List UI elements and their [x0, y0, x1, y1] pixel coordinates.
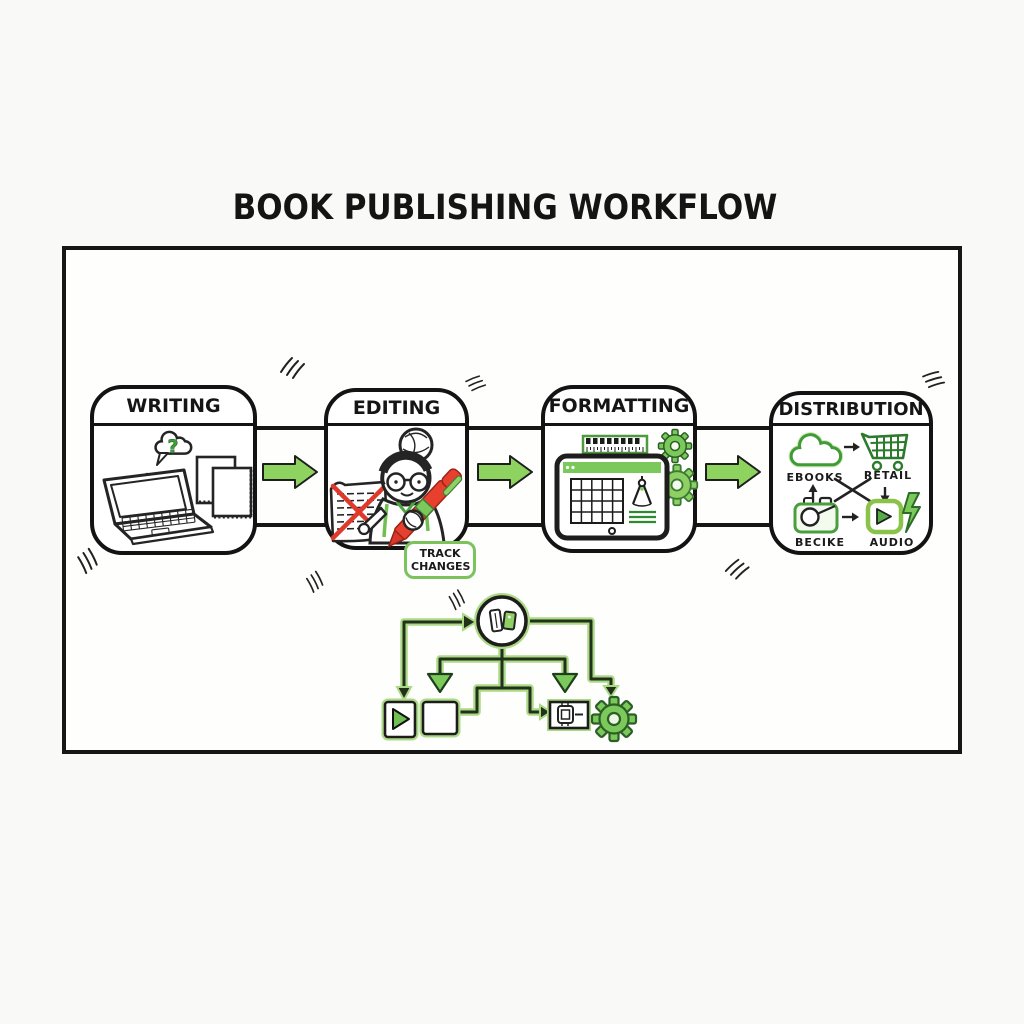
squiggle-accent	[280, 357, 305, 379]
connector-line	[467, 426, 545, 430]
play-button-icon	[865, 498, 904, 535]
lightning-bolt-icon	[902, 492, 921, 533]
cloud-icon	[788, 432, 844, 468]
connector-line	[254, 523, 328, 527]
channel-label-ebooks: EBOOKS	[786, 471, 844, 484]
page-title: BOOK PUBLISHING WORKFLOW	[232, 187, 778, 229]
distribution-illustration	[788, 432, 921, 535]
writing-illustration: ?	[102, 430, 253, 546]
squiggle-accent	[724, 558, 750, 580]
green-right-arrow-icon	[705, 455, 761, 489]
gears-icon	[655, 428, 699, 507]
cross-lines	[833, 477, 872, 503]
squiggle-accent	[77, 547, 98, 575]
manuscript-pages-icon	[195, 455, 253, 519]
formatting-illustration	[554, 428, 699, 541]
connector-line	[695, 523, 773, 527]
gear-icon	[590, 695, 638, 743]
bottom-flow-diagram	[381, 593, 638, 743]
laptop-icon	[102, 468, 215, 546]
green-right-arrow-icon	[477, 455, 533, 489]
stage-title-distribution: DISTRIBUTION	[773, 395, 929, 426]
arrow-satchel-to-audio	[842, 512, 859, 522]
connector-line	[254, 426, 328, 430]
thought-bubble-question-icon: ?	[154, 430, 193, 466]
blank-square-icon	[419, 698, 461, 738]
stage-title-editing: EDITING	[328, 392, 465, 426]
editing-illustration	[329, 427, 463, 548]
stage-title-formatting: FORMATTING	[545, 389, 693, 426]
connector-line	[695, 426, 773, 430]
channel-label-audio: AUDIO	[869, 536, 915, 549]
squiggle-accent	[448, 589, 465, 611]
tablet-grid-layout-icon	[554, 453, 670, 541]
squiggle-accent	[305, 570, 324, 593]
play-square-icon	[381, 698, 419, 741]
squiggle-accent	[465, 375, 487, 392]
arrow-ebooks-to-retail	[844, 442, 860, 452]
channel-label-becike: BECIKE	[794, 536, 846, 549]
drafting-compass-icon	[631, 476, 653, 507]
satchel-icon	[793, 496, 839, 534]
chip-square-icon	[547, 699, 591, 731]
svg-text:?: ?	[167, 436, 178, 458]
track-changes-tag: TRACK CHANGES	[404, 541, 476, 580]
squiggle-accent	[922, 370, 946, 389]
connector-line	[467, 523, 545, 527]
shopping-cart-icon	[860, 432, 909, 472]
books-circle-icon	[474, 593, 530, 649]
stage-title-writing: WRITING	[94, 389, 253, 426]
red-pen-icon	[387, 468, 463, 548]
green-right-arrow-icon	[262, 455, 318, 489]
channel-label-retail: RETAIL	[863, 469, 913, 482]
ruler-icon	[581, 434, 649, 455]
